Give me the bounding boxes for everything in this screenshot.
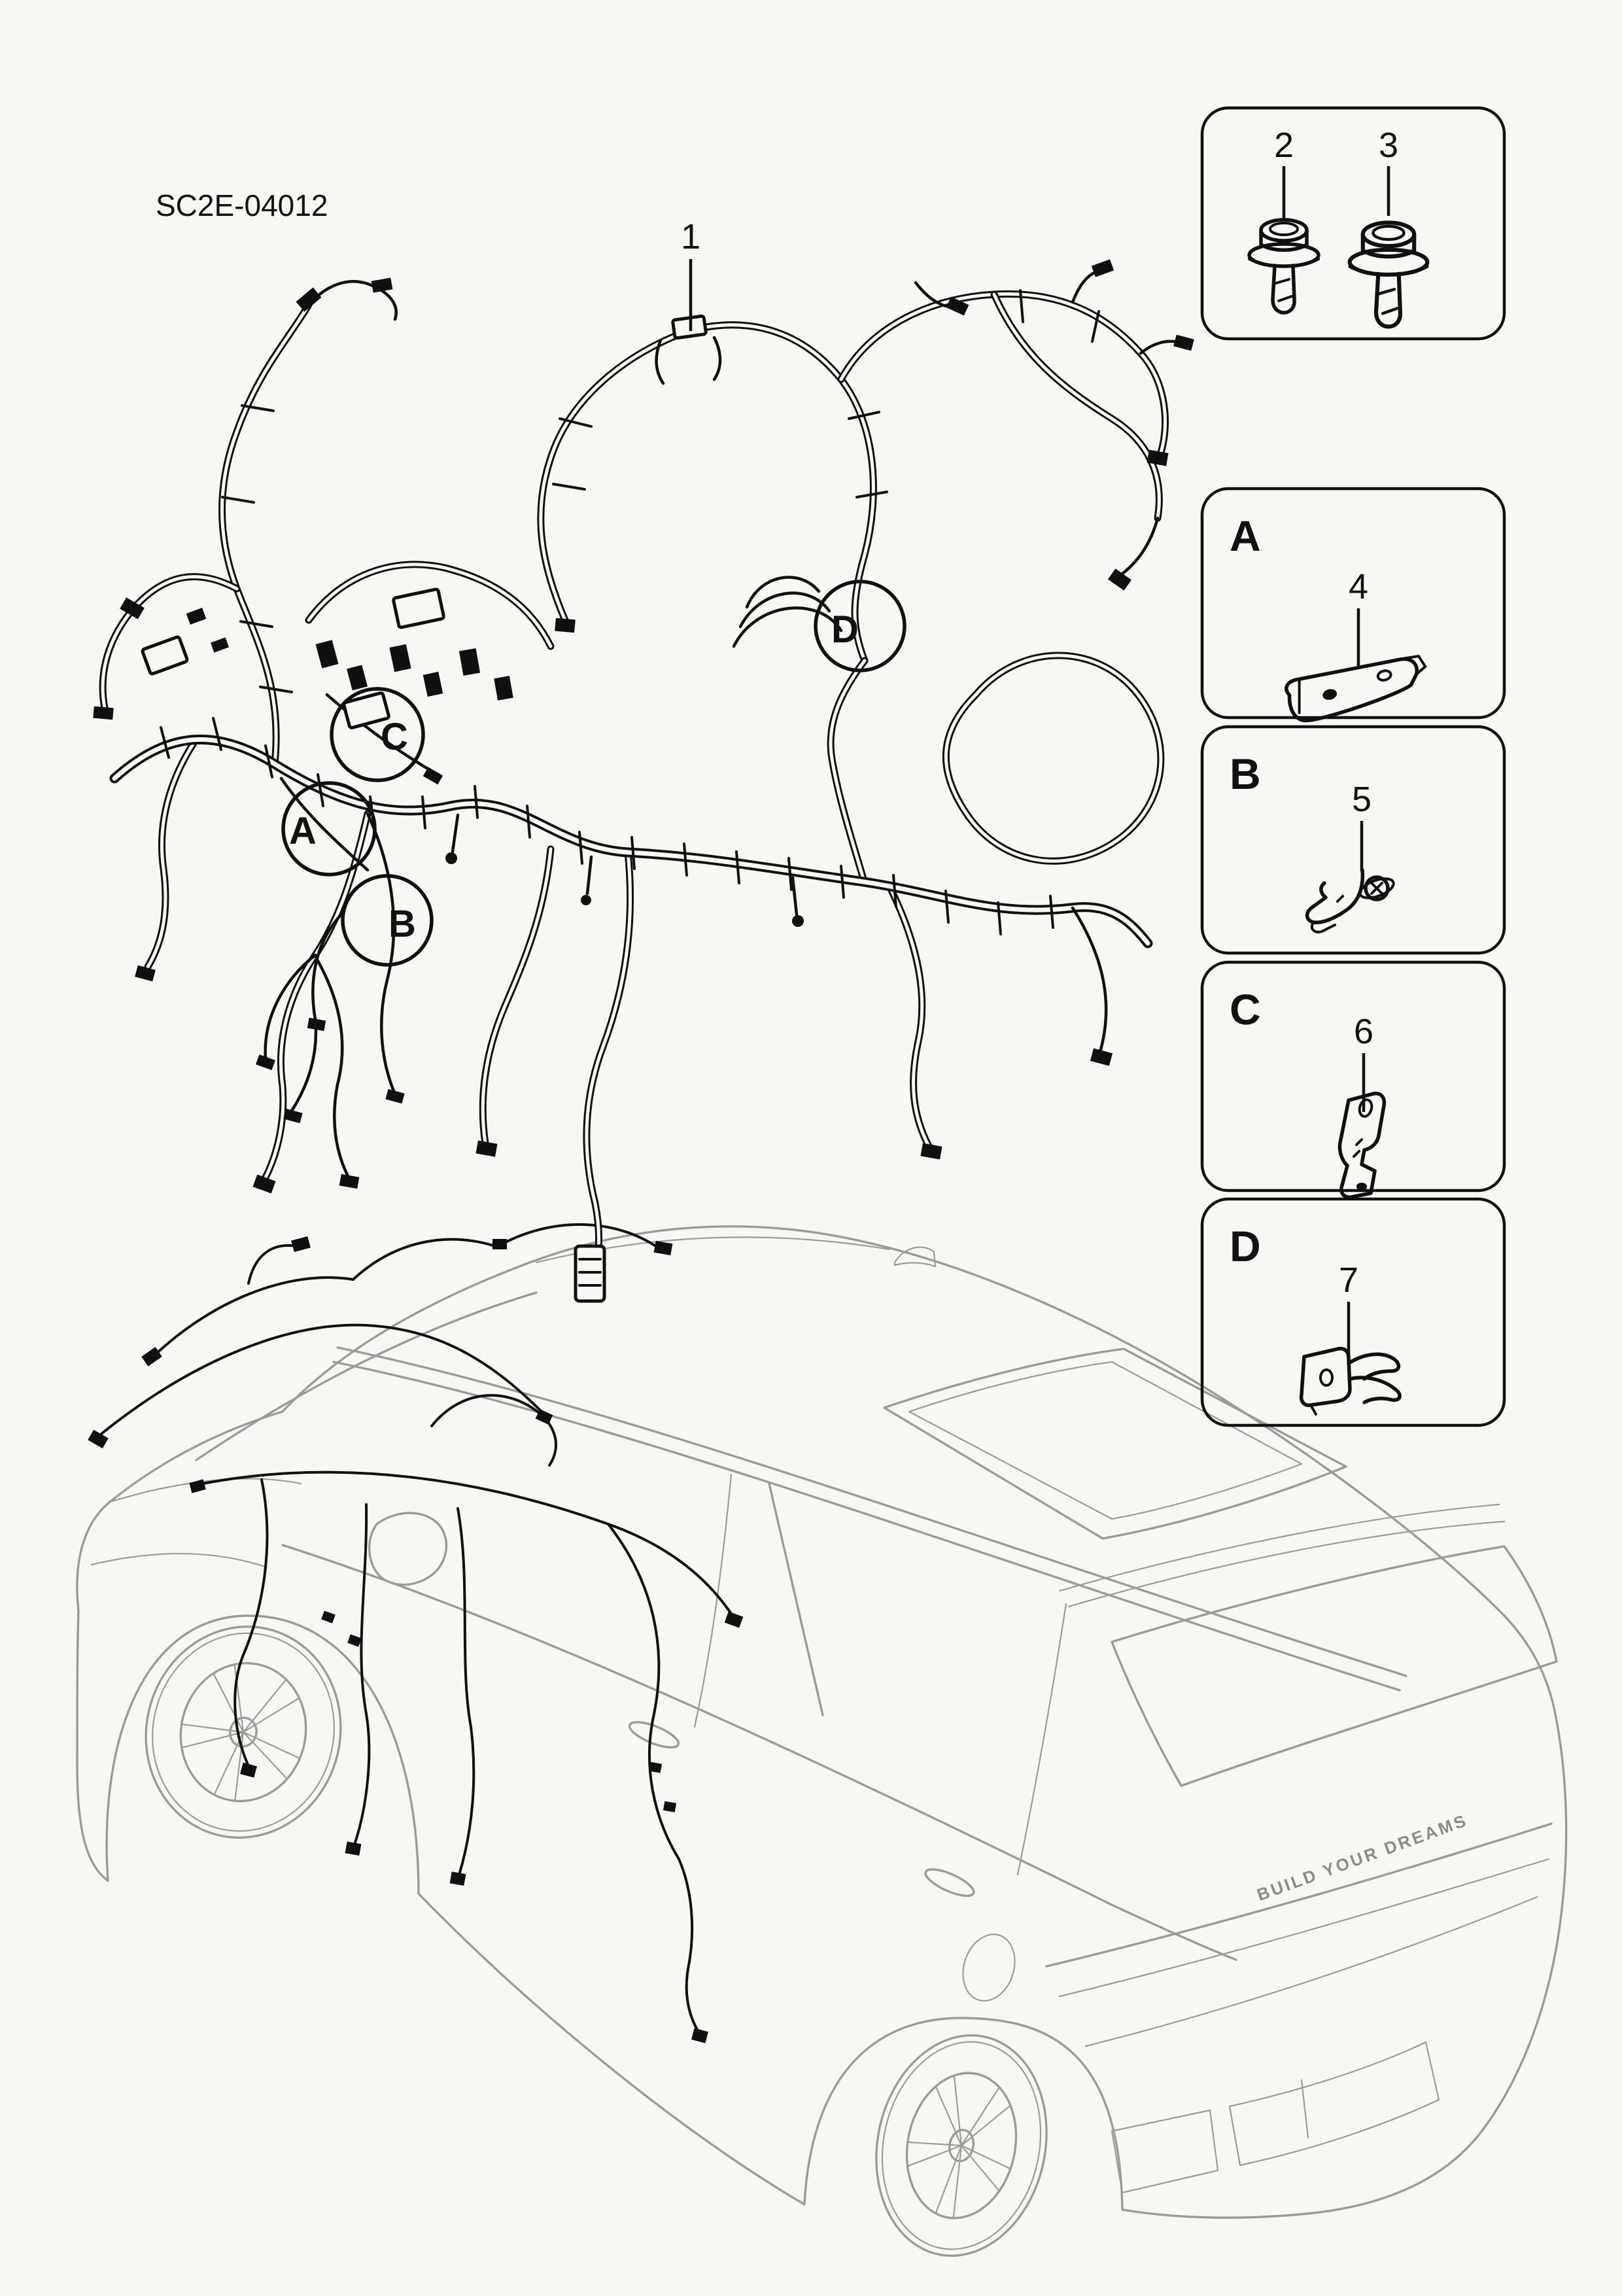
part-label-5: 5 [1352,780,1372,819]
callout-circle-d [814,580,906,672]
panel-b: B 5 [1200,725,1506,955]
panel-a: A 4 [1200,487,1506,723]
panel-a-letter: A [1230,512,1261,560]
rear-wheel [875,2034,1048,2257]
panel-d: D 7 [1200,1197,1506,1427]
side-mirror [368,1512,448,1586]
callout-letter-c: C [381,716,408,758]
harness-clamp-bands [160,289,1100,935]
vehicle-location-view: BUILD YOUR DREAMS [76,1223,1568,2257]
main-diagram-callouts: 1 A B C D [281,217,906,967]
part-label-2: 2 [1274,126,1294,165]
callout-letter-d: D [831,608,859,651]
sunroof [883,1348,1347,1540]
rear-door-handle [924,1868,975,1897]
car-silhouette [76,1225,1568,2219]
panel-d-letter: D [1230,1222,1261,1270]
bracket-7-illustration [1299,1346,1402,1416]
charge-door [962,1934,1016,2002]
harness-connectors [93,259,1194,1303]
callout-letter-a: A [289,810,317,852]
panel-c: C 6 [1200,960,1506,1199]
fastener-2-illustration [1249,220,1319,313]
bracket-4-illustration [1285,654,1427,723]
rear-window [1111,1545,1558,1787]
bracket-6-illustration [1337,1091,1387,1199]
bracket-5-illustration [1305,868,1395,933]
part-label-4: 4 [1349,567,1368,606]
main-harness-illustration [93,259,1194,1303]
panel-b-letter: B [1230,750,1261,798]
callout-circle-c [330,687,425,782]
front-door-handle [628,1721,680,1748]
roof-antenna [893,1246,937,1268]
fastener-3-illustration [1350,222,1428,326]
front-wheel [145,1626,342,1839]
callout-circle-b [341,874,434,967]
callout-circle-a [281,781,377,877]
diagram-code: SC2E-04012 [156,188,328,222]
part-label-7: 7 [1339,1261,1358,1300]
panel-c-letter: C [1230,985,1261,1034]
part-label-6: 6 [1354,1012,1373,1051]
callout-letter-b: B [388,903,416,945]
vehicle-harness-overlay [88,1223,744,2044]
rear-badge-text: BUILD YOUR DREAMS [1254,1810,1470,1905]
part-label-1: 1 [681,217,700,256]
part-label-3: 3 [1379,126,1398,165]
fastener-panel: 2 3 [1200,106,1506,341]
